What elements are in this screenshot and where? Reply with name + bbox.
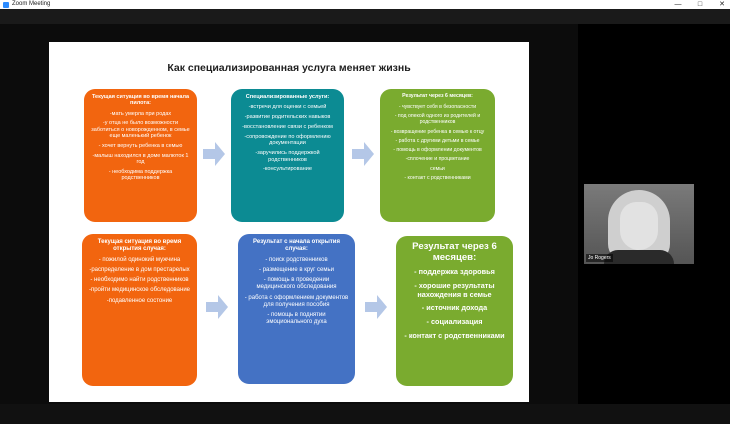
list-item: - поиск родственников [265, 256, 328, 263]
list-item: -малыш находился в доме малюток 1 год [92, 152, 189, 166]
maximize-button[interactable]: □ [697, 1, 703, 8]
arrow-right-icon [352, 142, 374, 166]
participant-face [620, 202, 658, 250]
card-title: Специализированные услуги: [245, 94, 330, 100]
list-item: - хорошие результаты нахождения в семье [414, 280, 495, 299]
list-item: -консультирование [262, 166, 313, 173]
participant-shirt [604, 250, 674, 264]
list-item: - необходимо найти родственников [90, 277, 189, 284]
meeting-bottom-bar [0, 404, 730, 424]
card-result-6-months-top: Результат через 6 месяцев: - чувствует с… [380, 89, 495, 222]
list-item: семьи [430, 165, 445, 172]
card-title: Результат через 6 месяцев: [402, 93, 473, 99]
meeting-top-strip [0, 9, 730, 24]
list-item: -заручились поддержкой родственников [255, 149, 320, 163]
list-item: - работа с другими детьми в семье [395, 137, 480, 144]
list-item: -сопровождение по оформлению документаци… [244, 133, 331, 147]
list-item: - под опекой одного из родителей и родст… [394, 113, 481, 126]
card-result-since-opening: Результат с начала открытия случая: - по… [238, 234, 355, 384]
presentation-slide: Как специализированная услуга меняет жиз… [49, 42, 529, 402]
list-item: - помощь в проведении медицинского обсле… [256, 277, 337, 291]
list-item: - возвращение ребенка в семью к отцу [390, 128, 485, 135]
window-title: Zoom Meeting [12, 1, 51, 7]
list-item: -восстановление связи с ребенком [242, 123, 333, 130]
list-item: - чувствует себя в безопасности [398, 103, 477, 110]
arrow-right-icon [206, 295, 228, 319]
arrow-right-icon [365, 295, 387, 319]
list-item: -встречи для оценки с семьей [248, 104, 327, 111]
list-item: - контакт с родственниками [404, 330, 505, 340]
minimize-button[interactable]: — [674, 1, 682, 8]
list-item: -у отца не было возможности заботиться о… [91, 120, 190, 140]
card-title: Текущая ситуация во время начала пилота: [91, 94, 190, 107]
list-item: - источник дохода [421, 303, 488, 313]
card-title: Результат через 6 месяцев: [412, 241, 497, 264]
list-item: - размещение в круг семьи [259, 266, 334, 273]
list-item: -сплочение и процветание [405, 156, 470, 163]
card-specialized-services: Специализированные услуги: -встречи для … [231, 89, 344, 222]
list-item: -распределение в дом престарелых [89, 266, 190, 273]
close-button[interactable]: ✕ [719, 1, 725, 8]
card-title: Текущая ситуация во время открытия случа… [97, 239, 182, 252]
window-controls: — □ ✕ [674, 0, 726, 9]
card-result-6-months-bottom: Результат через 6 месяцев: - поддержка з… [396, 236, 513, 386]
list-item: - поддержка здоровья [414, 267, 495, 277]
list-item: - необходима поддержка родственников [108, 168, 173, 182]
participant-video-tile[interactable]: Jo Rogers [584, 184, 694, 264]
participant-name: Jo Rogers [586, 254, 613, 262]
list-item: - социализация [426, 317, 483, 327]
list-item: - хочет вернуть ребенка в семью [98, 143, 183, 149]
zoom-app-icon [3, 1, 9, 8]
slide-title: Как специализированная услуга меняет жиз… [167, 62, 411, 74]
list-item: - контакт с родственниками [404, 174, 471, 181]
list-item: -развитие родительских навыков [244, 114, 331, 121]
list-item: -мать умерла при родах [109, 110, 172, 117]
list-item: - пожилой одинокий мужчина [98, 256, 181, 263]
list-item: - помощь в поднятии эмоционального духа [266, 311, 327, 326]
list-item: -подавленное состоние [106, 297, 173, 304]
card-situation-case-opening: Текущая ситуация во время открытия случа… [82, 234, 197, 386]
list-item: - помощь в оформлении документов [393, 147, 482, 154]
window-titlebar: Zoom Meeting — □ ✕ [0, 0, 730, 9]
list-item: - работа с оформлением документов для по… [244, 294, 349, 308]
card-title: Результат с начала открытия случая: [253, 239, 340, 252]
card-initial-situation-pilot: Текущая ситуация во время начала пилота:… [84, 89, 197, 222]
arrow-right-icon [203, 142, 225, 166]
list-item: -пройти медицинское обследование [88, 287, 191, 294]
